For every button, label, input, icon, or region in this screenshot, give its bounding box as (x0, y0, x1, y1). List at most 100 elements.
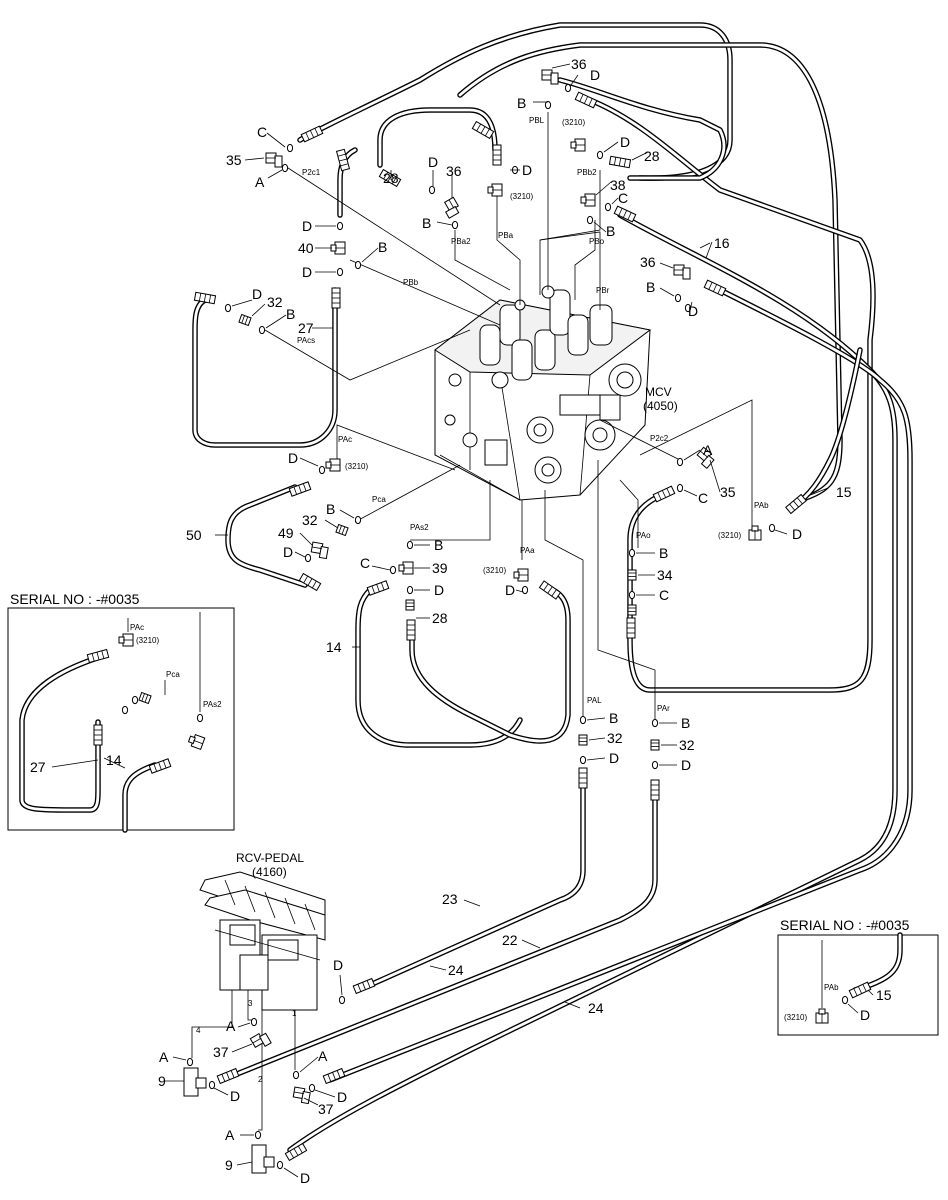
port-PBb2: PBb2 (577, 168, 597, 177)
rcv-pedal (191, 871, 343, 1131)
callout-C: C (618, 190, 628, 206)
callout-23: 23 (442, 891, 458, 907)
callout-9: 9 (158, 1073, 166, 1089)
mcv-code: (4050) (643, 399, 678, 413)
port-leaders (264, 112, 753, 722)
callout-D: D (620, 134, 630, 150)
callout-B: B (659, 545, 668, 561)
callout-15: 15 (836, 484, 852, 500)
callout-28: 28 (644, 148, 660, 164)
callout-B: B (378, 239, 387, 255)
mcv-valve (434, 285, 652, 501)
code-3210: (3210) (562, 118, 585, 127)
mcv-label: MCV (645, 385, 672, 399)
callout-D-inset: D (860, 1007, 870, 1023)
callout-28: 28 (432, 610, 448, 626)
callout-B: B (286, 306, 295, 322)
rcv-pedal-label: RCV-PEDAL (236, 851, 304, 865)
callout-15-inset: 15 (876, 987, 892, 1003)
callout-28: 28 (383, 170, 399, 186)
rcv-pedal-code: (4160) (252, 865, 287, 879)
pedal-port-2: 2 (258, 1075, 263, 1084)
port-PBa2: PBa2 (451, 237, 471, 246)
callout-27-inset: 27 (30, 759, 46, 775)
pedal-port-1: 1 (292, 1009, 297, 1018)
callout-B: B (606, 223, 615, 239)
callout-D: D (434, 582, 444, 598)
callout-D: D (252, 286, 262, 302)
code-3210: (3210) (483, 566, 506, 575)
port-PAc: PAc (338, 435, 352, 444)
callout-D: D (337, 1089, 347, 1105)
port-PAr: PAr (657, 704, 670, 713)
callout-35: 35 (226, 152, 242, 168)
port-PAL: PAL (587, 696, 602, 705)
serial-right-label: SERIAL NO : -#0035 (780, 917, 910, 933)
callout-D: D (609, 750, 619, 766)
hoses (192, 22, 913, 1153)
code-3210-inset-right: (3210) (784, 1013, 807, 1022)
callout-32: 32 (267, 294, 283, 310)
port-PBo: PBo (589, 237, 605, 246)
callout-38: 38 (610, 177, 626, 193)
callout-B: B (609, 710, 618, 726)
callout-16: 16 (714, 235, 730, 251)
callout-36: 36 (446, 163, 462, 179)
pedal-fittings (183, 995, 346, 1174)
port-P2c2: P2c2 (650, 434, 669, 443)
callout-D: D (505, 582, 515, 598)
callout-39: 39 (432, 560, 448, 576)
port-PBb: PBb (403, 278, 419, 287)
port-PBL: PBL (529, 116, 545, 125)
port-PAcs: PAcs (297, 336, 315, 345)
code-3210: (3210) (718, 531, 741, 540)
callout-leaders (51, 63, 874, 1178)
callout-D: D (792, 526, 802, 542)
callout-27: 27 (298, 320, 314, 336)
callout-B: B (517, 95, 526, 111)
callout-D: D (230, 1088, 240, 1104)
port-PBa: PBa (498, 231, 514, 240)
callout-B: B (422, 215, 431, 231)
callout-50: 50 (186, 527, 202, 543)
callout-24: 24 (588, 1000, 604, 1016)
labels: P2c1 PBL (3210) PBb2 PBa2 PBa PBo PBb PB… (10, 56, 910, 1186)
port-PAa: PAa (520, 546, 535, 555)
callout-36: 36 (640, 254, 656, 270)
callout-D: D (522, 162, 532, 178)
callout-A: A (225, 1127, 235, 1143)
callout-37: 37 (213, 1044, 229, 1060)
port-PAc-inset: PAc (130, 623, 144, 632)
callout-D: D (302, 218, 312, 234)
callout-B: B (681, 715, 690, 731)
port-P2c1: P2c1 (302, 168, 321, 177)
callout-32: 32 (607, 730, 623, 746)
callout-40: 40 (298, 240, 314, 256)
port-PBr: PBr (596, 286, 610, 295)
callout-36: 36 (571, 56, 587, 72)
callout-D: D (681, 757, 691, 773)
port-PAs2-inset: PAs2 (203, 700, 222, 709)
callout-B: B (646, 279, 655, 295)
callout-32: 32 (302, 512, 318, 528)
callout-B: B (434, 537, 443, 553)
callout-22: 22 (502, 932, 518, 948)
callout-D: D (590, 67, 600, 83)
callout-D: D (428, 154, 438, 170)
serial-left-label: SERIAL NO : -#0035 (10, 591, 140, 607)
callout-A: A (703, 442, 713, 458)
code-3210: (3210) (510, 192, 533, 201)
callout-C: C (698, 490, 708, 506)
callout-32: 32 (679, 737, 695, 753)
code-3210-inset: (3210) (136, 636, 159, 645)
callout-9: 9 (225, 1157, 233, 1173)
callout-D: D (288, 450, 298, 466)
callout-D: D (688, 303, 698, 319)
code-3210: (3210) (345, 462, 368, 471)
callout-C: C (360, 555, 370, 571)
callout-B: B (326, 501, 335, 517)
port-PAb: PAb (754, 501, 769, 510)
callout-A: A (226, 1018, 236, 1034)
port-PAs2: PAs2 (410, 523, 429, 532)
